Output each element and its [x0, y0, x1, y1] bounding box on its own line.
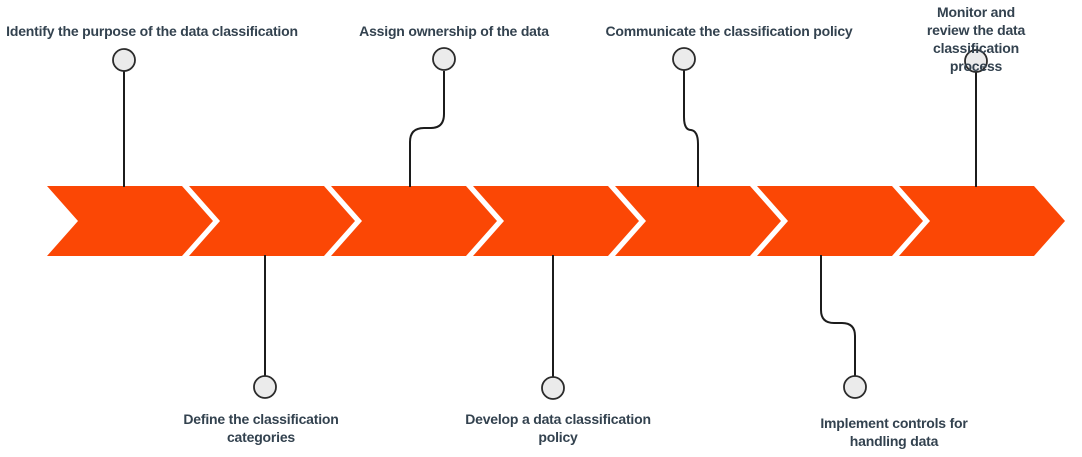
chevron-arrow-6 [757, 186, 923, 256]
marker-step-5 [672, 47, 696, 71]
chevron-arrow-2 [189, 186, 355, 256]
connector-step-6 [820, 255, 856, 376]
chevron-arrow-3 [331, 186, 497, 256]
connector-step-5 [683, 70, 699, 187]
marker-step-1 [112, 48, 136, 72]
connector-lines [123, 70, 977, 377]
arrow-band [47, 186, 1065, 256]
step-label-define-categories: Define the classification categories [183, 411, 339, 445]
step-label-identify-purpose: Identify the purpose of the data classif… [6, 23, 298, 39]
connector-step-3 [409, 71, 445, 187]
step-label-monitor-review: Monitor and review the data classificati… [926, 4, 1026, 74]
step-label-communicate-policy: Communicate the classification policy [605, 23, 853, 39]
chevron-arrow-1 [47, 186, 213, 256]
marker-step-3 [432, 47, 456, 71]
step-markers [112, 47, 988, 400]
marker-step-6 [843, 375, 867, 399]
marker-step-7 [964, 49, 988, 73]
chevron-arrow-7 [899, 186, 1065, 256]
step-label-develop-policy: Develop a data classification policy [465, 411, 651, 445]
marker-step-2 [253, 375, 277, 399]
chevron-arrow-4 [473, 186, 639, 256]
step-label-assign-ownership: Assign ownership of the data [359, 23, 549, 39]
chevron-arrow-5 [615, 186, 781, 256]
marker-step-4 [541, 376, 565, 400]
step-label-implement-controls: Implement controls for handling data [820, 415, 968, 449]
